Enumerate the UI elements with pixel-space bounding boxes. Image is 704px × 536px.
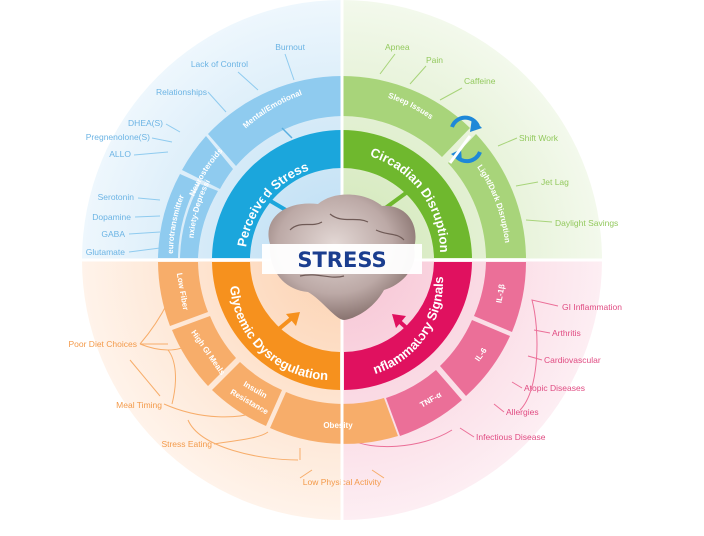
ring-anxiety-depression xyxy=(180,184,218,258)
label-dheas: DHEA(S) xyxy=(128,118,163,128)
label-atopic-diseases: Atopic Diseases xyxy=(524,383,585,393)
ring-neurotransmitters xyxy=(158,174,198,258)
label-apnea: Apnea xyxy=(385,42,410,52)
label-caffeine: Caffeine xyxy=(464,76,496,86)
ring-mental-emotional xyxy=(208,76,342,166)
label-stress-eating: Stress Eating xyxy=(161,439,212,449)
label-serotonin: Serotonin xyxy=(98,192,135,202)
inflammatory-band xyxy=(344,262,472,390)
label-gi-inflammation: GI Inflammation xyxy=(562,302,622,312)
connector-lines-blue xyxy=(128,53,295,253)
label-jet-lag: Jet Lag xyxy=(541,177,569,187)
center-title: STRESS xyxy=(297,248,386,272)
label-burnout: Burnout xyxy=(275,42,305,52)
ring-light-dark xyxy=(448,134,526,258)
ring-label-obesity: Obesity xyxy=(323,421,353,430)
ring-insulin xyxy=(212,362,282,426)
ring-high-gi xyxy=(172,316,236,386)
label-pregnenolone: Pregnenolone(S) xyxy=(86,132,150,142)
label-allo: ALLO xyxy=(109,149,131,159)
label-allergies: Allergies xyxy=(506,407,539,417)
label-poor-diet-choices: Poor Diet Choices xyxy=(68,339,137,349)
label-infectious-disease: Infectious Disease xyxy=(476,432,546,442)
ring-neurosteroids xyxy=(182,136,233,189)
ring-tnf xyxy=(386,370,462,436)
connector-lines-orange xyxy=(129,301,385,479)
label-lack-of-control: Lack of Control xyxy=(191,59,248,69)
label-relationships: Relationships xyxy=(156,87,207,97)
ring-il6 xyxy=(440,320,510,396)
label-dopamine: Dopamine xyxy=(92,212,131,222)
cycle-arrows-icon xyxy=(448,115,482,164)
ring-low-fiber xyxy=(158,262,208,326)
glycemic-band xyxy=(212,262,340,390)
label-pain: Pain xyxy=(426,55,443,65)
perceived-stress-band xyxy=(212,129,342,258)
ring-sleep-issues xyxy=(342,76,470,157)
connector-lines-green xyxy=(379,53,553,223)
label-glutamate: Glutamate xyxy=(86,247,125,257)
label-daylight-savings: Daylight Savings xyxy=(555,218,618,228)
label-meal-timing: Meal Timing xyxy=(116,400,162,410)
label-shift-work: Shift Work xyxy=(519,133,559,143)
ring-label-il1b: IL-1β xyxy=(494,283,506,303)
ring-obesity xyxy=(270,392,398,444)
label-cardiovascular: Cardiovascular xyxy=(544,355,601,365)
label-gaba: GABA xyxy=(101,229,125,239)
ring-il1b xyxy=(474,262,526,332)
center-brain: STRESS xyxy=(262,194,422,320)
label-arthritis: Arthritis xyxy=(552,328,581,338)
